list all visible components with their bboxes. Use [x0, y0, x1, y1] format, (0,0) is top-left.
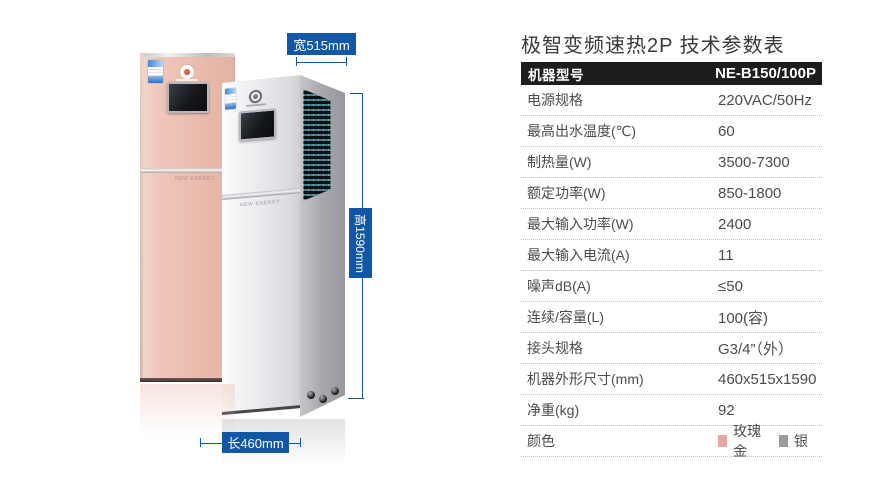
row-value: 100(容): [718, 309, 769, 327]
control-screen: [167, 82, 209, 113]
row-value: 11: [718, 246, 734, 264]
length-dimension-label: 长460mm: [222, 432, 289, 453]
silver-swatch: [778, 435, 788, 447]
table-row-color: 颜色 玫瑰金 银: [521, 423, 822, 459]
row-value: G3/4”（外）: [718, 340, 794, 358]
row-value: 2400: [718, 215, 752, 233]
row-label: 接头规格: [527, 340, 583, 356]
logo-caption: [246, 103, 266, 107]
row-label: 电源规格: [527, 92, 583, 108]
model-value: NE-B150/100P: [715, 65, 816, 82]
width-dimension-label: 宽515mm: [287, 33, 356, 55]
row-value: 3500-7300: [718, 153, 790, 171]
model-label: 机器型号: [528, 67, 584, 83]
rose-gold-unit-image: NEW ENERGY: [140, 53, 235, 382]
color-options: 玫瑰金 银: [718, 421, 822, 461]
unit-left-trim: [140, 53, 143, 382]
silver-unit-image: NEW ENERGY: [222, 75, 345, 417]
row-label: 噪声dB(A): [527, 278, 591, 294]
table-row: 净重(kg) 92: [521, 395, 822, 426]
row-value: 850-1800: [718, 184, 782, 202]
panel-seam: [140, 168, 235, 173]
row-value: 92: [718, 401, 735, 419]
rose-gold-swatch: [718, 435, 728, 447]
height-tick-top: [350, 93, 363, 94]
logo-caption: [176, 79, 198, 81]
row-value: ≤50: [718, 277, 743, 295]
brand-logo-icon: [249, 89, 262, 104]
row-label: 机器外形尺寸(mm): [527, 371, 644, 387]
length-tick-left: [200, 438, 201, 447]
row-value: 60: [718, 122, 735, 140]
width-tick-right: [346, 57, 347, 66]
rose-gold-unit-reflection: [140, 384, 235, 446]
row-label: 净重(kg): [527, 402, 580, 418]
unit-top-trim: [140, 53, 235, 57]
table-row: 额定功率(W) 850-1800: [521, 178, 822, 209]
row-label: 颜色: [527, 433, 555, 449]
unit-base: [140, 378, 235, 382]
table-row: 接头规格 G3/4”（外）: [521, 333, 822, 364]
length-tick-right: [300, 438, 301, 447]
table-row: 最高出水温度(℃) 60: [521, 116, 822, 147]
energy-label-sticker: [225, 87, 236, 110]
width-dimension-line: [296, 62, 347, 63]
row-label: 额定功率(W): [527, 185, 606, 201]
spec-table-header-row: 机器型号 NE-B150/100P: [521, 62, 822, 85]
heat-exchanger-grille: [303, 89, 331, 201]
spec-table: 极智变频速热2P 技术参数表 机器型号 NE-B150/100P 电源规格 22…: [521, 34, 822, 459]
brand-text: NEW ENERGY: [240, 198, 281, 209]
unit-front-face: NEW ENERGY: [222, 76, 300, 415]
table-row: 最大输入功率(W) 2400: [521, 209, 822, 240]
height-tick-bottom: [348, 398, 364, 399]
row-value: 220VAC/50Hz: [718, 91, 812, 109]
table-row: 制热量(W) 3500-7300: [521, 147, 822, 178]
energy-label-sticker: [148, 60, 163, 83]
row-label: 制热量(W): [527, 154, 592, 170]
table-row: 噪声dB(A) ≤50: [521, 271, 822, 302]
width-tick-left: [296, 57, 297, 66]
table-row: 电源规格 220VAC/50Hz: [521, 85, 822, 116]
row-label: 连续/容量(L): [527, 309, 604, 325]
unit-base: [222, 405, 300, 415]
silver-swatch-label: 银: [794, 433, 808, 449]
foot-bolt: [307, 391, 315, 399]
table-row: 最大输入电流(A) 11: [521, 240, 822, 271]
spec-table-title: 极智变频速热2P 技术参数表: [521, 35, 785, 57]
row-label: 最大输入电流(A): [527, 247, 630, 263]
brand-logo-icon: [180, 65, 194, 79]
brand-text: NEW ENERGY: [175, 176, 216, 182]
table-row: 机器外形尺寸(mm) 460x515x1590: [521, 364, 822, 395]
row-label: 最高出水温度(℃): [527, 123, 637, 139]
table-row: 连续/容量(L) 100(容): [521, 302, 822, 333]
panel-seam: [222, 188, 300, 200]
rose-gold-swatch-label: 玫瑰金: [733, 423, 762, 459]
row-label: 最大输入功率(W): [527, 216, 634, 232]
row-value: 460x515x1590: [718, 370, 817, 388]
foot-bolt: [331, 387, 339, 395]
control-screen: [239, 108, 276, 142]
height-dimension-label: 高1590mm: [349, 208, 372, 278]
foot-bolt: [319, 395, 327, 403]
